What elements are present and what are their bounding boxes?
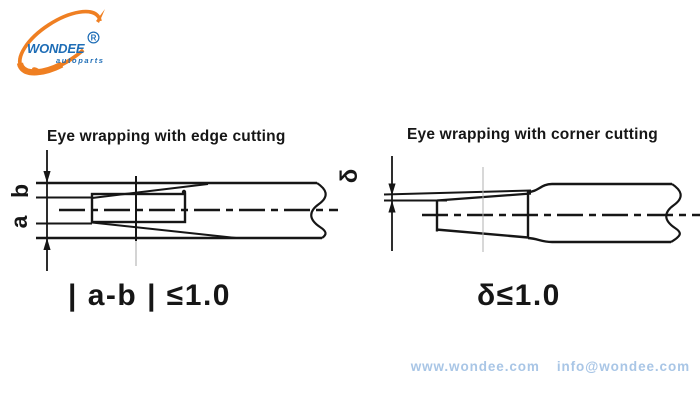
- email-text: info@wondee.com: [556, 359, 690, 374]
- label-a: a: [6, 215, 32, 228]
- logo-swoosh-icon: R: [16, 8, 105, 76]
- arrow-up-icon: [43, 238, 51, 250]
- diagram-edge-cutting: b a: [6, 150, 338, 271]
- step-bottom-line: [527, 236, 671, 244]
- swoosh-ring-thick: [16, 8, 104, 76]
- swoosh-tail: [32, 67, 42, 75]
- wondee-logo: R WONDEE autoparts: [0, 0, 160, 90]
- bevel-dot: [181, 189, 187, 195]
- brand-subname: autoparts: [56, 56, 105, 65]
- eye-block: [90, 192, 187, 224]
- break-line: [310, 182, 327, 239]
- footer-watermark: www.wondee.com info@wondee.com: [411, 359, 690, 374]
- arrow-up-icon: [388, 200, 396, 213]
- formula-corner-cutting: δ≤1.0: [477, 279, 561, 312]
- registered-mark: R: [87, 31, 100, 44]
- website-text: www.wondee.com: [410, 359, 540, 374]
- formula-edge-cutting: | a-b | ≤1.0: [68, 279, 231, 312]
- break-line: [665, 183, 682, 243]
- tip-upper-line: [383, 189, 532, 196]
- arrow-down-icon: [388, 183, 396, 196]
- label-delta: δ: [336, 169, 363, 184]
- brand-name: WONDEE: [27, 41, 85, 56]
- diagram-corner-cutting: δ: [336, 156, 700, 252]
- bevel-upper-line: [91, 183, 209, 199]
- eye-top-line: [436, 192, 532, 202]
- label-b: b: [7, 184, 33, 198]
- registered-letter: R: [91, 33, 97, 42]
- figure-title-edge-cutting: Eye wrapping with edge cutting: [47, 128, 286, 145]
- swoosh-tip: [96, 9, 105, 23]
- bevel-lower-line: [91, 221, 237, 239]
- eye-bottom-line: [435, 228, 529, 239]
- figure-title-corner-cutting: Eye wrapping with corner cutting: [407, 126, 658, 143]
- arrow-down-icon: [43, 171, 51, 183]
- step-top-line: [527, 182, 672, 194]
